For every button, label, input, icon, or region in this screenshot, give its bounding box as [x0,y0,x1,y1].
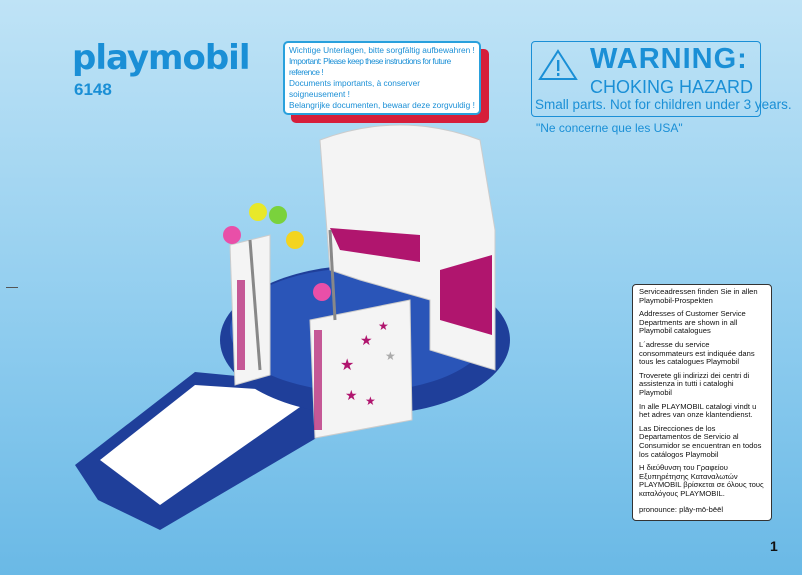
magenta-panel [330,228,420,262]
spotlight-icon [223,226,241,244]
service-text: L´adresse du service consommateurs est i… [639,339,755,367]
svg-text:★: ★ [385,349,396,363]
pronunciation: pronounce: plāy-mō-bēēl [639,505,724,515]
light-truss [248,239,262,371]
page-number: 1 [770,538,778,554]
spotlight-icon [249,203,267,221]
usa-note: "Ne concerne que les USA" [536,121,683,135]
service-text: Serviceadressen finden Sie in allen Play… [639,287,758,305]
front-wall [309,299,413,439]
spotlight-icon [286,231,304,249]
service-text: Troverete gli indirizzi dei centri di as… [639,370,750,397]
warning-subtitle: CHOKING HAZARD [590,77,754,97]
svg-text:★: ★ [378,319,389,333]
choking-hazard-warning: WARNING: CHOKING HAZARD Small parts. Not… [531,41,792,117]
svg-text:★: ★ [360,332,373,348]
svg-text:★: ★ [365,394,376,408]
keep-instructions-notice: Wichtige Unterlagen, bitte sorgfältig au… [283,41,481,115]
notice-line: Wichtige Unterlagen, bitte sorgfältig au… [289,45,475,55]
spotlight-icon [313,283,331,301]
customer-service-box: Serviceadressen finden Sie in allen Play… [632,284,772,522]
notice-line: Documents importants, à conserver soigne… [289,78,420,99]
service-text: Las Direcciones de los Departamentos de … [639,423,762,459]
light-truss [328,229,337,321]
warning-triangle-icon [538,49,578,80]
spotlight-icon [269,206,287,224]
svg-text:★: ★ [340,357,354,374]
star-decorations: ★ ★ ★ ★ ★ ★ [340,319,396,408]
service-text: Addresses of Customer Service Department… [639,309,746,336]
light-strip [314,330,322,430]
margin-mark [6,287,18,288]
service-text: Η διεύθυνση του Γραφείου Εξυπηρέτησης Κα… [639,463,764,498]
svg-text:★: ★ [345,387,358,403]
notice-line: Important: Please keep these instruction… [289,56,451,77]
magenta-panel [440,255,492,335]
light-strip [237,280,245,370]
service-text: In alle PLAYMOBIL catalogi vindt u het a… [639,401,757,420]
notice-line: Belangrijke documenten, bewaar deze zorg… [289,100,475,110]
warning-title: WARNING: [590,43,748,75]
runway-surface [100,385,320,505]
playmobil-logo: playmobil [72,38,250,78]
warning-text: Small parts. Not for children under 3 ye… [535,97,792,112]
set-number: 6148 [74,80,112,99]
